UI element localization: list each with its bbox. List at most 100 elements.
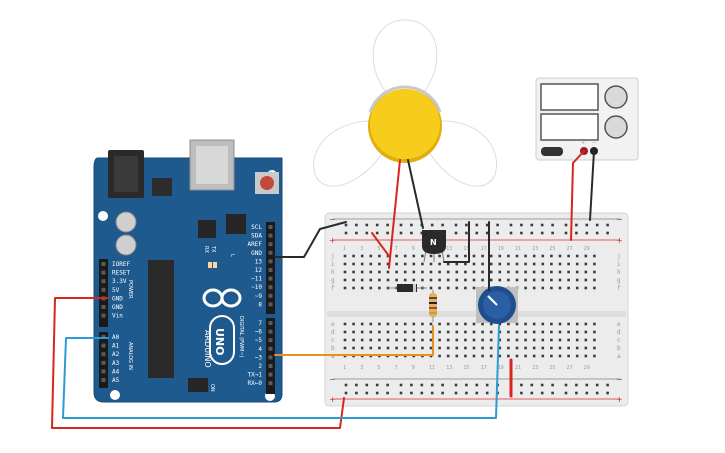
- breadboard-hole[interactable]: [584, 278, 588, 282]
- breadboard-hole[interactable]: [515, 262, 519, 266]
- breadboard-hole[interactable]: [532, 338, 536, 342]
- breadboard-hole[interactable]: [438, 270, 441, 274]
- header-pin[interactable]: [268, 346, 273, 351]
- breadboard-hole[interactable]: [386, 322, 390, 326]
- breadboard-hole[interactable]: [507, 262, 510, 266]
- breadboard-hole[interactable]: [438, 286, 441, 290]
- header-pin[interactable]: [268, 233, 273, 238]
- breadboard-hole[interactable]: [481, 254, 484, 258]
- breadboard-hole[interactable]: [395, 338, 398, 342]
- breadboard-hole[interactable]: [446, 338, 450, 342]
- breadboard-hole[interactable]: [524, 322, 527, 326]
- breadboard-hole[interactable]: [438, 254, 441, 258]
- wire-fan-black[interactable]: [407, 159, 424, 229]
- resistor[interactable]: [429, 290, 437, 322]
- breadboard-hole[interactable]: [515, 330, 519, 334]
- breadboard-hole[interactable]: [344, 383, 348, 387]
- breadboard-hole[interactable]: [489, 338, 493, 342]
- breadboard-hole[interactable]: [412, 330, 416, 334]
- breadboard-hole[interactable]: [595, 223, 599, 227]
- breadboard-hole[interactable]: [429, 278, 433, 282]
- breadboard-hole[interactable]: [472, 322, 476, 326]
- breadboard-hole[interactable]: [429, 330, 433, 334]
- breadboard-hole[interactable]: [507, 330, 510, 334]
- breadboard-hole[interactable]: [455, 346, 459, 350]
- breadboard-hole[interactable]: [489, 254, 493, 258]
- breadboard-hole[interactable]: [455, 254, 459, 258]
- breadboard-hole[interactable]: [446, 354, 450, 358]
- breadboard-hole[interactable]: [524, 262, 527, 266]
- breadboard-hole[interactable]: [410, 391, 413, 395]
- breadboard-hole[interactable]: [365, 231, 369, 235]
- breadboard-hole[interactable]: [541, 338, 545, 342]
- breadboard-hole[interactable]: [567, 286, 570, 290]
- breadboard-hole[interactable]: [507, 278, 510, 282]
- breadboard-hole[interactable]: [365, 391, 369, 395]
- breadboard-hole[interactable]: [429, 322, 433, 326]
- breadboard-hole[interactable]: [429, 338, 433, 342]
- breadboard-hole[interactable]: [540, 383, 544, 387]
- breadboard-hole[interactable]: [489, 346, 493, 350]
- breadboard-hole[interactable]: [464, 322, 467, 326]
- breadboard-hole[interactable]: [446, 254, 450, 258]
- breadboard-hole[interactable]: [465, 231, 468, 235]
- breadboard-hole[interactable]: [438, 322, 441, 326]
- breadboard-hole[interactable]: [378, 278, 381, 282]
- breadboard-hole[interactable]: [454, 383, 458, 387]
- breadboard-hole[interactable]: [410, 383, 413, 387]
- breadboard-hole[interactable]: [438, 338, 441, 342]
- breadboard-hole[interactable]: [412, 254, 416, 258]
- breadboard-hole[interactable]: [540, 231, 544, 235]
- breadboard-hole[interactable]: [530, 223, 534, 227]
- arduino-pin-sockets[interactable]: [101, 225, 273, 386]
- breadboard-hole[interactable]: [395, 346, 398, 350]
- dc-motor-fan[interactable]: [313, 19, 497, 187]
- header-pin[interactable]: [268, 268, 273, 272]
- breadboard-hole[interactable]: [421, 254, 424, 258]
- breadboard-hole[interactable]: [585, 383, 589, 387]
- header-pin[interactable]: [101, 343, 106, 348]
- breadboard-hole[interactable]: [386, 391, 389, 395]
- breadboard-hole[interactable]: [369, 254, 373, 258]
- breadboard-hole[interactable]: [515, 322, 519, 326]
- breadboard-hole[interactable]: [593, 354, 596, 358]
- breadboard-hole[interactable]: [386, 346, 390, 350]
- header-pin[interactable]: [101, 352, 106, 357]
- breadboard-hole[interactable]: [403, 346, 407, 350]
- breadboard-hole[interactable]: [489, 278, 493, 282]
- breadboard-hole[interactable]: [541, 278, 545, 282]
- wire-psu-negative[interactable]: [589, 150, 595, 221]
- breadboard-hole[interactable]: [352, 270, 355, 274]
- breadboard-hole[interactable]: [524, 278, 527, 282]
- breadboard-hole[interactable]: [378, 338, 381, 342]
- breadboard-hole[interactable]: [464, 338, 467, 342]
- breadboard-hole[interactable]: [558, 322, 562, 326]
- header-pin[interactable]: [268, 293, 273, 298]
- breadboard-hole[interactable]: [429, 254, 433, 258]
- breadboard-hole[interactable]: [564, 231, 568, 235]
- header-pin[interactable]: [268, 225, 273, 229]
- breadboard-hole[interactable]: [360, 330, 364, 334]
- breadboard-hole[interactable]: [567, 346, 570, 350]
- breadboard-hole[interactable]: [593, 338, 596, 342]
- power-header[interactable]: [99, 259, 108, 327]
- header-pin[interactable]: [268, 250, 273, 255]
- breadboard-hole[interactable]: [360, 254, 364, 258]
- breadboard-hole[interactable]: [530, 231, 534, 235]
- breadboard-hole[interactable]: [541, 346, 545, 350]
- breadboard-hole[interactable]: [429, 270, 433, 274]
- header-pin[interactable]: [268, 285, 273, 290]
- arduino-uno-board[interactable]: ARDUINO UNO TX RX L ON POWER ANALOG IN D…: [93, 139, 283, 403]
- breadboard-hole[interactable]: [360, 338, 364, 342]
- breadboard-hole[interactable]: [378, 254, 381, 258]
- breadboard-hole[interactable]: [429, 346, 433, 350]
- breadboard-hole[interactable]: [352, 322, 355, 326]
- breadboard-hole[interactable]: [343, 278, 347, 282]
- breadboard-hole[interactable]: [593, 278, 596, 282]
- breadboard-hole[interactable]: [575, 338, 579, 342]
- breadboard-hole[interactable]: [485, 231, 489, 235]
- header-pin[interactable]: [268, 302, 273, 307]
- breadboard-hole[interactable]: [344, 391, 348, 395]
- breadboard-hole[interactable]: [343, 322, 347, 326]
- breadboard-hole[interactable]: [352, 262, 355, 266]
